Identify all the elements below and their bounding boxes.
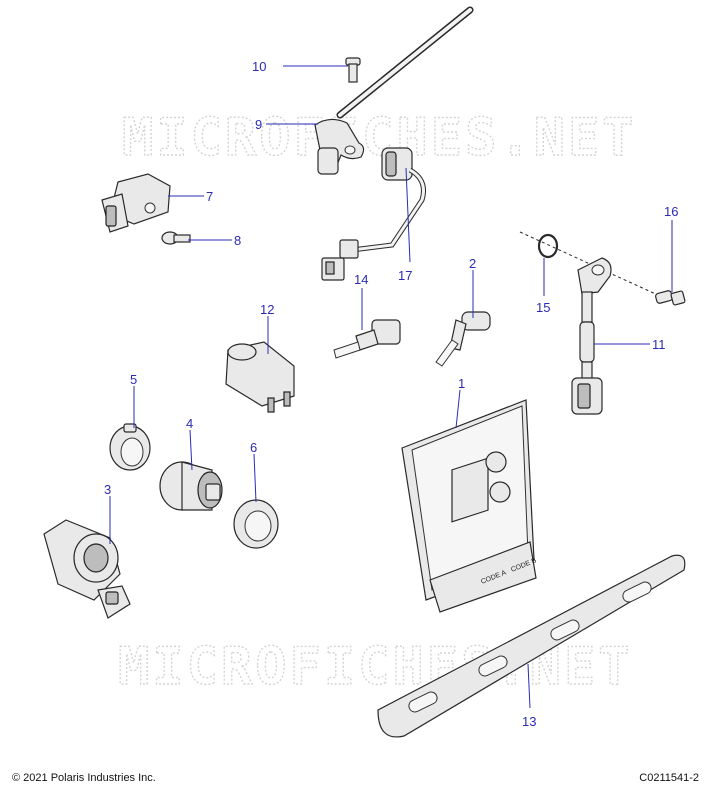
part-12-relay (225, 341, 295, 413)
callout-9: 9 (255, 117, 262, 132)
callout-11: 11 (652, 337, 666, 352)
part-10-bolt (345, 57, 361, 83)
part-1-ecu: CODE A CODE B (401, 399, 538, 613)
part-8-screw (161, 231, 191, 245)
copyright-text: © 2021 Polaris Industries Inc. (12, 772, 156, 784)
part-4-lock-cylinder (159, 461, 223, 511)
part-17-harness (321, 147, 426, 281)
callout-8: 8 (234, 233, 241, 248)
callout-13: 13 (522, 714, 536, 729)
part-14-temp-sensor (333, 319, 401, 359)
callout-16: 16 (664, 204, 678, 219)
part-6-nut (233, 499, 279, 549)
part-5-clip (109, 423, 151, 471)
callout-3: 3 (104, 482, 111, 497)
callouts: 1 2 3 4 5 6 7 8 9 10 11 12 13 14 15 16 1… (104, 59, 678, 729)
part-16-screw (655, 290, 686, 306)
callout-4: 4 (186, 416, 193, 431)
callout-7: 7 (206, 189, 213, 204)
part-11-sensor (571, 257, 612, 415)
part-7-map-sensor (101, 173, 171, 233)
callout-2: 2 (469, 256, 476, 271)
part-2-sensor (435, 311, 491, 367)
callout-6: 6 (250, 440, 257, 455)
diagram-code: C0211541-2 (639, 772, 699, 784)
watermark-top: MICROFICHES.NET (122, 108, 637, 168)
callout-14: 14 (354, 272, 368, 287)
alignment-line (519, 231, 661, 297)
callout-15: 15 (536, 300, 550, 315)
callout-1: 1 (458, 376, 465, 391)
part-3-switch (43, 519, 131, 619)
part-15-o-ring (537, 233, 559, 259)
leader-lines (109, 65, 673, 709)
callout-17: 17 (398, 268, 412, 283)
part-9-sensor (314, 6, 474, 175)
callout-10: 10 (252, 59, 266, 74)
callout-12: 12 (260, 302, 274, 317)
callout-5: 5 (130, 372, 137, 387)
part-13-bracket (377, 554, 686, 738)
